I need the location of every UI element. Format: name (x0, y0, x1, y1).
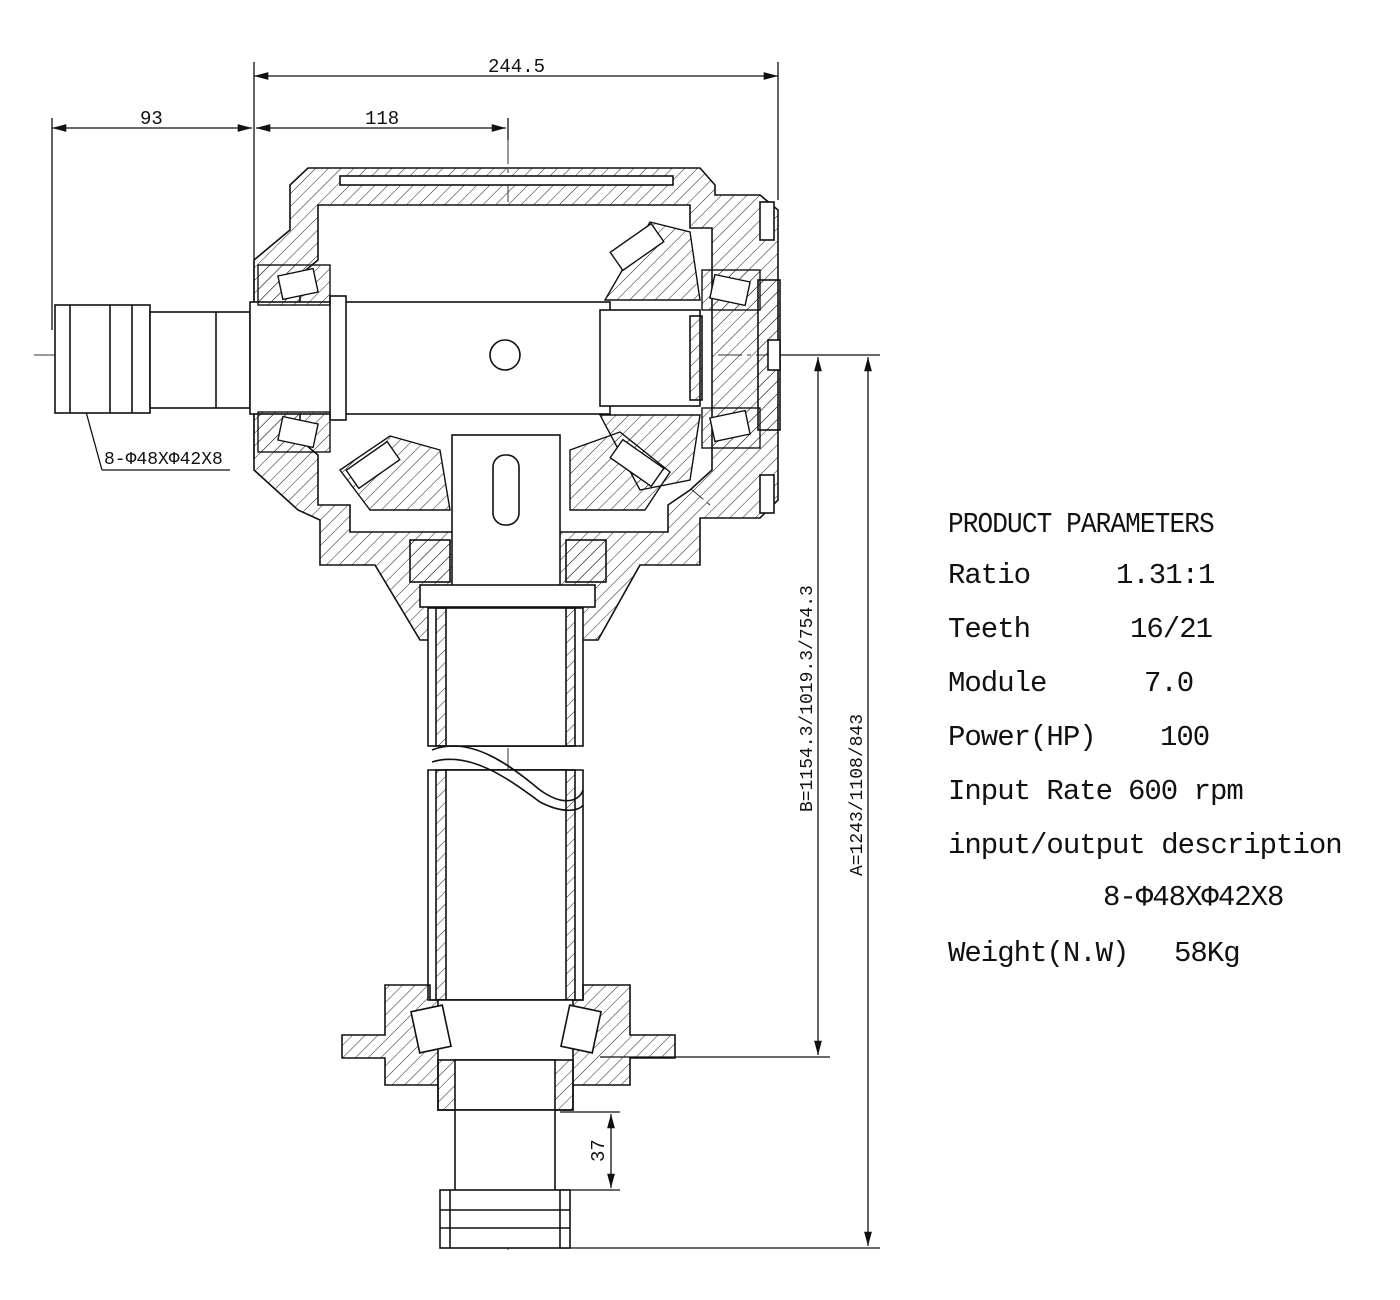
param-row-weight: Weight(N.W) 58Kg (948, 937, 1348, 991)
param-label: Ratio (948, 559, 1031, 592)
param-value: 16/21 (1130, 613, 1213, 646)
dim-center-offset: 118 (365, 108, 399, 130)
spline-callout: 8-Φ48XΦ42X8 (104, 450, 223, 470)
params-title: PRODUCT PARAMETERS (948, 508, 1215, 541)
dim-b: B=1154.3/1019.3/754.3 (798, 585, 818, 812)
dim-overall-width: 244.5 (488, 56, 545, 78)
output-flange (341, 984, 676, 1111)
dim-a: A=1243/1108/843 (848, 714, 868, 876)
output-shaft-end (439, 1109, 571, 1249)
param-row-input-rate: Input Rate 600 rpm (948, 775, 1348, 829)
param-value: 7.0 (1144, 667, 1194, 700)
dim-output-step: 37 (588, 1139, 610, 1162)
dimension-lines (51, 62, 880, 1249)
param-label: input/output description (948, 829, 1343, 862)
param-label: Teeth (948, 613, 1031, 646)
param-label: Module (948, 667, 1047, 700)
param-value: 600 rpm (1128, 775, 1244, 808)
output-column (409, 434, 607, 1001)
dim-input-shaft: 93 (140, 108, 163, 130)
product-parameters-panel: PRODUCT PARAMETERS Ratio 1.31:1 Teeth 16… (948, 508, 1348, 991)
param-value: 1.31:1 (1116, 559, 1215, 592)
input-shaft (54, 295, 703, 421)
param-row-ratio: Ratio 1.31:1 (948, 559, 1348, 613)
param-row-module: Module 7.0 (948, 667, 1348, 721)
param-value: 100 (1160, 721, 1210, 754)
param-label: Weight(N.W) (948, 937, 1129, 970)
param-row-io-description: input/output description 8-Φ48XΦ42X8 (948, 829, 1348, 937)
param-label: Input Rate (948, 775, 1113, 808)
param-value: 8-Φ48XΦ42X8 (1103, 881, 1284, 914)
bevel-gears (339, 221, 701, 511)
param-row-power: Power(HP) 100 (948, 721, 1348, 775)
param-value: 58Kg (1174, 937, 1241, 970)
param-row-teeth: Teeth 16/21 (948, 613, 1348, 667)
param-label: Power(HP) (948, 721, 1097, 754)
input-bearings (257, 264, 761, 453)
